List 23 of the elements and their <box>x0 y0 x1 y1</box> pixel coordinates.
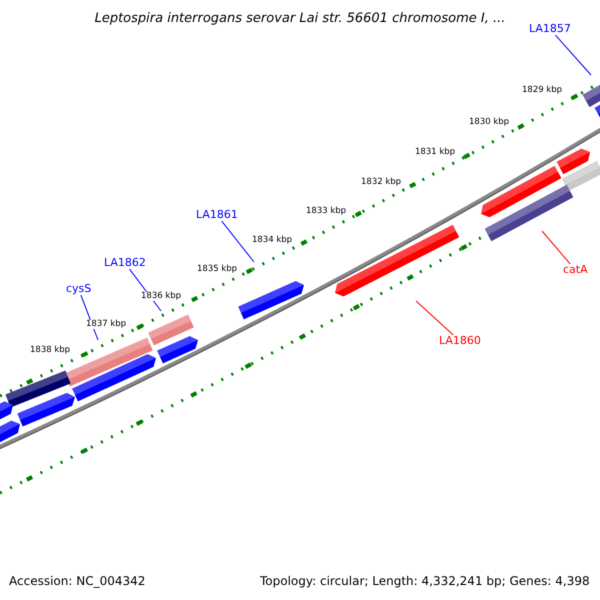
leader-line <box>554 34 592 76</box>
genome-info-text: Topology: circular; Length: 4,332,241 bp; Genes: 4,398 <box>260 575 590 588</box>
gene-label: catA <box>563 264 588 276</box>
scale-label: 1830 kbp <box>469 118 510 128</box>
gene-label: cysS <box>66 283 92 296</box>
gene-label: LA1860 <box>439 335 481 348</box>
scale-label: 1832 kbp <box>361 178 402 188</box>
scale-label: 1835 kbp <box>197 265 238 274</box>
scale-label: 1834 kbp <box>252 236 292 246</box>
scale-label: 1838 kbp <box>30 346 70 356</box>
scale-label: 1837 kbp <box>86 320 126 330</box>
scale-label: 1831 kbp <box>415 148 456 158</box>
scale-label: 1829 kbp <box>522 86 562 96</box>
gene-label: LA1862 <box>104 257 146 270</box>
gene-label: LA1857 <box>529 23 571 36</box>
gene-label: LA1861 <box>196 209 238 222</box>
scale-label: 1836 kbp <box>141 292 182 302</box>
scale-label: 1833 kbp <box>306 207 346 216</box>
leader-line <box>221 220 254 262</box>
leader-line <box>416 300 454 336</box>
accession-text: Accession: NC_004342 <box>9 575 146 588</box>
leader-line <box>542 230 571 264</box>
title-text: Leptospira interrogans serovar Lai str. 56601 chromosome I, ... <box>94 12 506 26</box>
